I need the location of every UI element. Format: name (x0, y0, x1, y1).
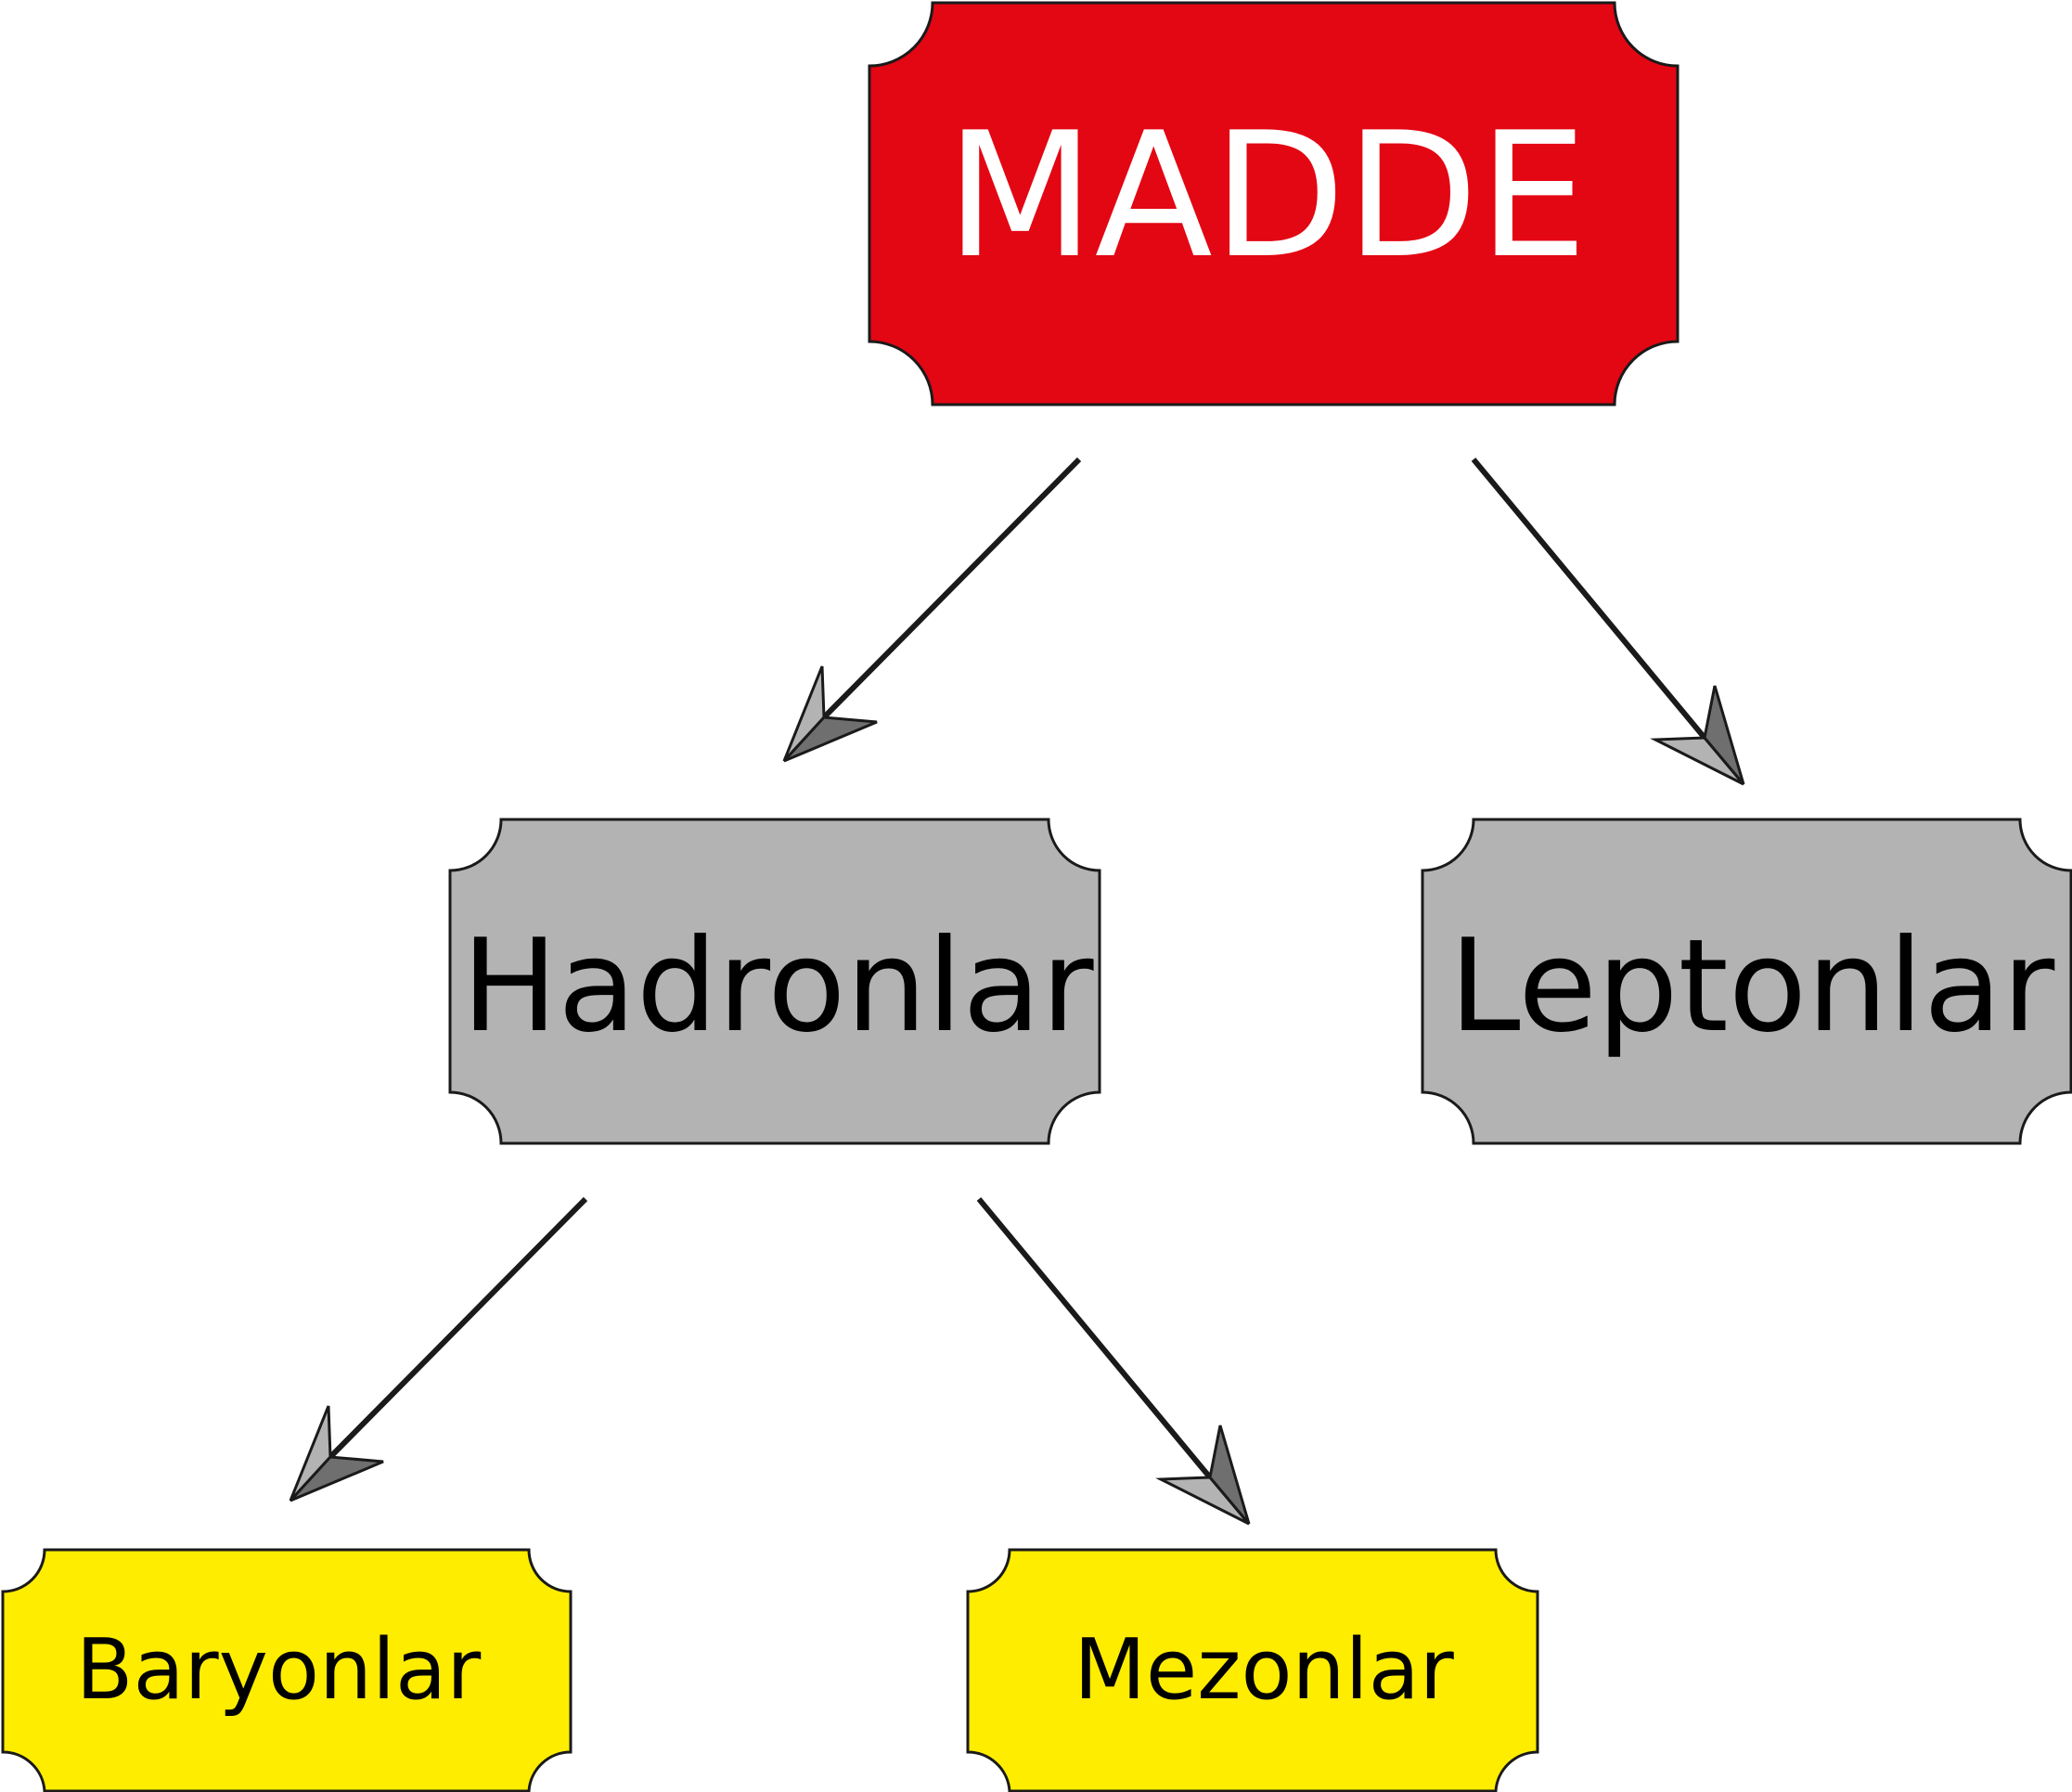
node-mezonlar-shape (966, 1548, 1539, 1792)
arrow-madde-to-hadronlar (782, 457, 1082, 763)
arrow-line (328, 1196, 588, 1460)
node-hadronlar: Hadronlar (448, 818, 1101, 1145)
node-hadronlar-label: Hadronlar (461, 911, 1093, 1061)
node-leptonlar-shape (1421, 818, 2072, 1145)
node-madde-shape (868, 1, 1679, 406)
node-leptonlar-label: Leptonlar (1449, 911, 2055, 1061)
arrow-hadronlar-to-mezonlar (976, 1197, 1251, 1526)
node-hadronlar-shape (448, 818, 1101, 1145)
arrow-hadronlar-to-baryonlar (289, 1196, 588, 1502)
node-mezonlar: Mezonlar (966, 1548, 1539, 1792)
arrow-line (976, 1197, 1213, 1479)
node-baryonlar-shape (1, 1548, 573, 1792)
arrow-line (1471, 458, 1707, 740)
node-baryonlar: Baryonlar (1, 1548, 573, 1792)
arrow-head-dark (782, 716, 878, 763)
node-baryonlar-label: Baryonlar (76, 1621, 481, 1719)
arrow-head-dark (1703, 685, 1745, 785)
node-madde: MADDE (868, 1, 1679, 406)
node-madde-label: MADDE (946, 95, 1588, 296)
arrow-head-dark (1208, 1425, 1251, 1525)
arrow-madde-to-leptonlar (1471, 458, 1745, 786)
arrow-head-dark (289, 1455, 384, 1502)
arrow-line (821, 457, 1082, 720)
node-mezonlar-label: Mezonlar (1074, 1621, 1454, 1719)
node-leptonlar: Leptonlar (1421, 818, 2072, 1145)
edges-layer (289, 457, 1745, 1526)
